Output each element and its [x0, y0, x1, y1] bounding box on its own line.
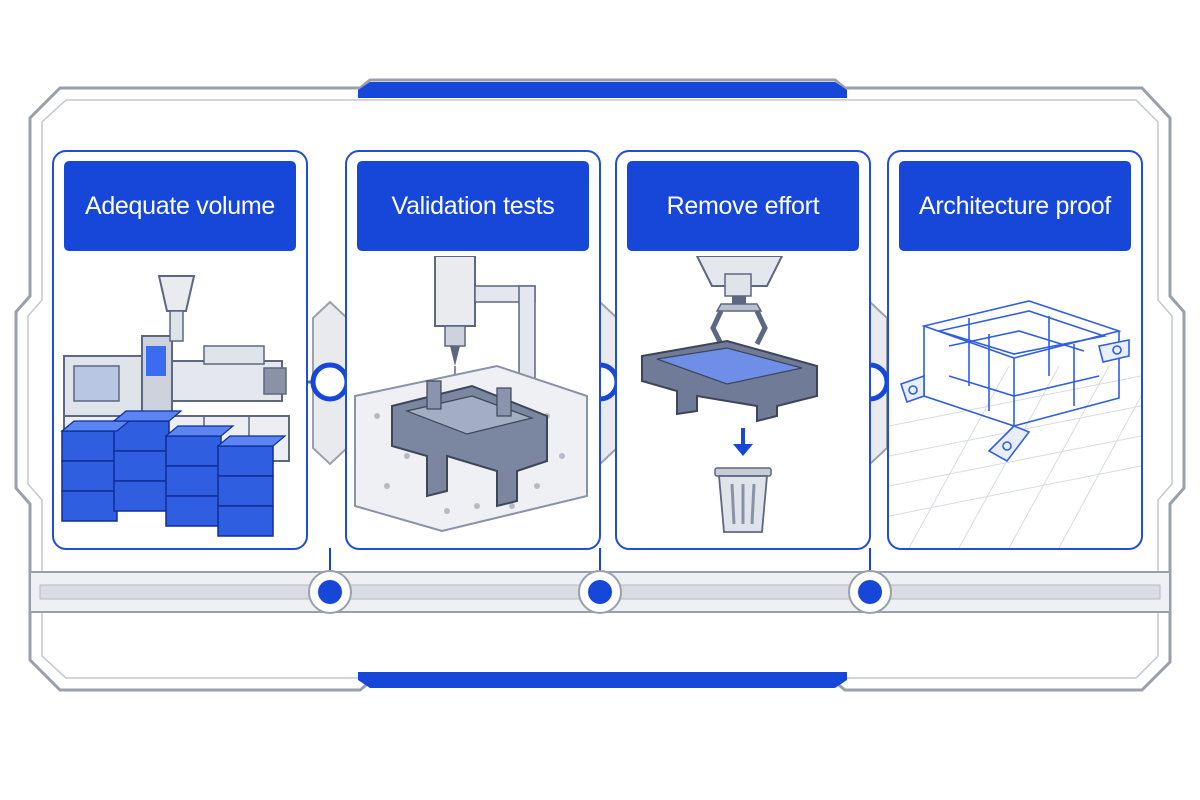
step-title: Adequate volume — [64, 161, 296, 251]
frame-outline — [14, 78, 1186, 692]
frame-inner-outline — [27, 99, 1173, 679]
wireframe-part-icon — [889, 300, 1141, 548]
cnc-test-fixture-icon — [354, 256, 588, 533]
step-card-architecture-proof: Architecture proof — [887, 150, 1143, 550]
step-title: Validation tests — [357, 161, 589, 251]
step-card-remove-effort: Remove effort — [615, 150, 871, 550]
robot-gripper-trash-icon — [641, 256, 818, 533]
rail-node-3 — [848, 570, 892, 614]
step-card-validation-tests: Validation tests — [345, 150, 601, 550]
step-title: Architecture proof — [899, 161, 1131, 251]
step-card-adequate-volume: Adequate volume — [52, 150, 308, 550]
frame-top-accent — [358, 82, 847, 98]
step-title: Remove effort — [627, 161, 859, 251]
rail-node-1 — [308, 570, 352, 614]
injection-molding-machine-icon — [60, 275, 290, 537]
rail-node-2 — [578, 570, 622, 614]
frame-bottom-accent — [358, 672, 847, 688]
